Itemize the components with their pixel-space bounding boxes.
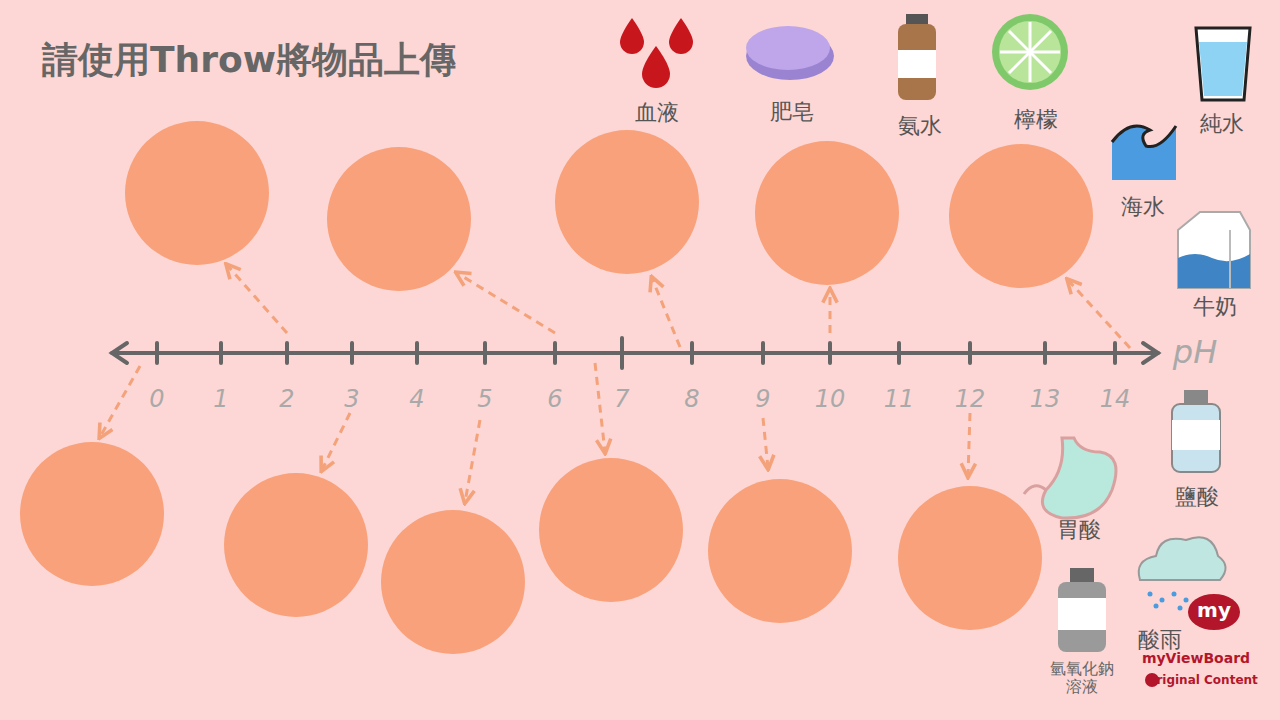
ph-number: 8 xyxy=(684,386,699,414)
axis-tick xyxy=(483,343,487,363)
lemon xyxy=(992,14,1068,90)
item-label: 酸雨 xyxy=(1138,627,1182,652)
item-label: 血液 xyxy=(635,100,679,125)
item-label: 牛奶 xyxy=(1193,294,1237,319)
ph-number: 13 xyxy=(1030,386,1061,414)
ph-number: 14 xyxy=(1100,386,1131,414)
axis-tick xyxy=(828,343,832,363)
dashed-arrows xyxy=(100,265,1130,502)
axis-tick xyxy=(219,343,223,363)
milk-carton xyxy=(1178,212,1250,288)
ph-number: 4 xyxy=(409,386,424,414)
ph-number: 5 xyxy=(477,386,492,414)
ph-number: 7 xyxy=(614,386,629,414)
soap xyxy=(746,26,834,80)
axis-tick xyxy=(415,343,419,363)
axis-tick xyxy=(1043,343,1047,363)
item-label: 氨水 xyxy=(898,113,942,138)
ph-number: 9 xyxy=(755,386,770,414)
axis-label: pH xyxy=(1173,334,1217,371)
ph-number: 11 xyxy=(884,386,915,414)
item-label: 肥皂 xyxy=(770,99,814,124)
axis-tick xyxy=(155,343,159,363)
ph-number: 1 xyxy=(213,386,228,414)
ph-number: 0 xyxy=(149,386,164,414)
item-label: 純水 xyxy=(1200,111,1244,136)
item-label: 海水 xyxy=(1121,194,1165,219)
axis-tick xyxy=(897,343,901,363)
ph-axis xyxy=(112,338,1158,368)
stomach xyxy=(1024,438,1116,518)
ph-number: 2 xyxy=(279,386,294,414)
page-title: 請使用Throw將物品上傳 xyxy=(42,36,456,85)
blood-drops xyxy=(620,18,693,88)
watermark: Original Content xyxy=(1146,674,1258,688)
logo-text: my xyxy=(1197,599,1231,622)
axis-tick xyxy=(761,343,765,363)
axis-tick xyxy=(1113,343,1117,363)
ph-number: 10 xyxy=(815,386,846,414)
axis-tick xyxy=(968,343,972,363)
drop-circles xyxy=(20,121,1093,654)
watermark: myViewBoard xyxy=(1142,650,1250,666)
ammonia-bottle xyxy=(898,14,936,100)
hcl-bottle xyxy=(1172,390,1220,472)
item-label: 檸檬 xyxy=(1014,107,1058,132)
sea-wave xyxy=(1112,126,1176,180)
axis-tick xyxy=(553,343,557,363)
ph-number: 12 xyxy=(955,386,986,414)
item-label: 氫氧化鈉 溶液 xyxy=(1042,660,1122,697)
water-glass xyxy=(1196,28,1250,100)
axis-tick xyxy=(285,343,289,363)
axis-tick xyxy=(690,343,694,363)
ph-number: 6 xyxy=(547,386,562,414)
item-label: 胃酸 xyxy=(1057,517,1101,542)
ph-number: 3 xyxy=(344,386,359,414)
naoh-bottle xyxy=(1058,568,1106,652)
axis-tick xyxy=(350,343,354,363)
item-label: 鹽酸 xyxy=(1175,484,1219,509)
